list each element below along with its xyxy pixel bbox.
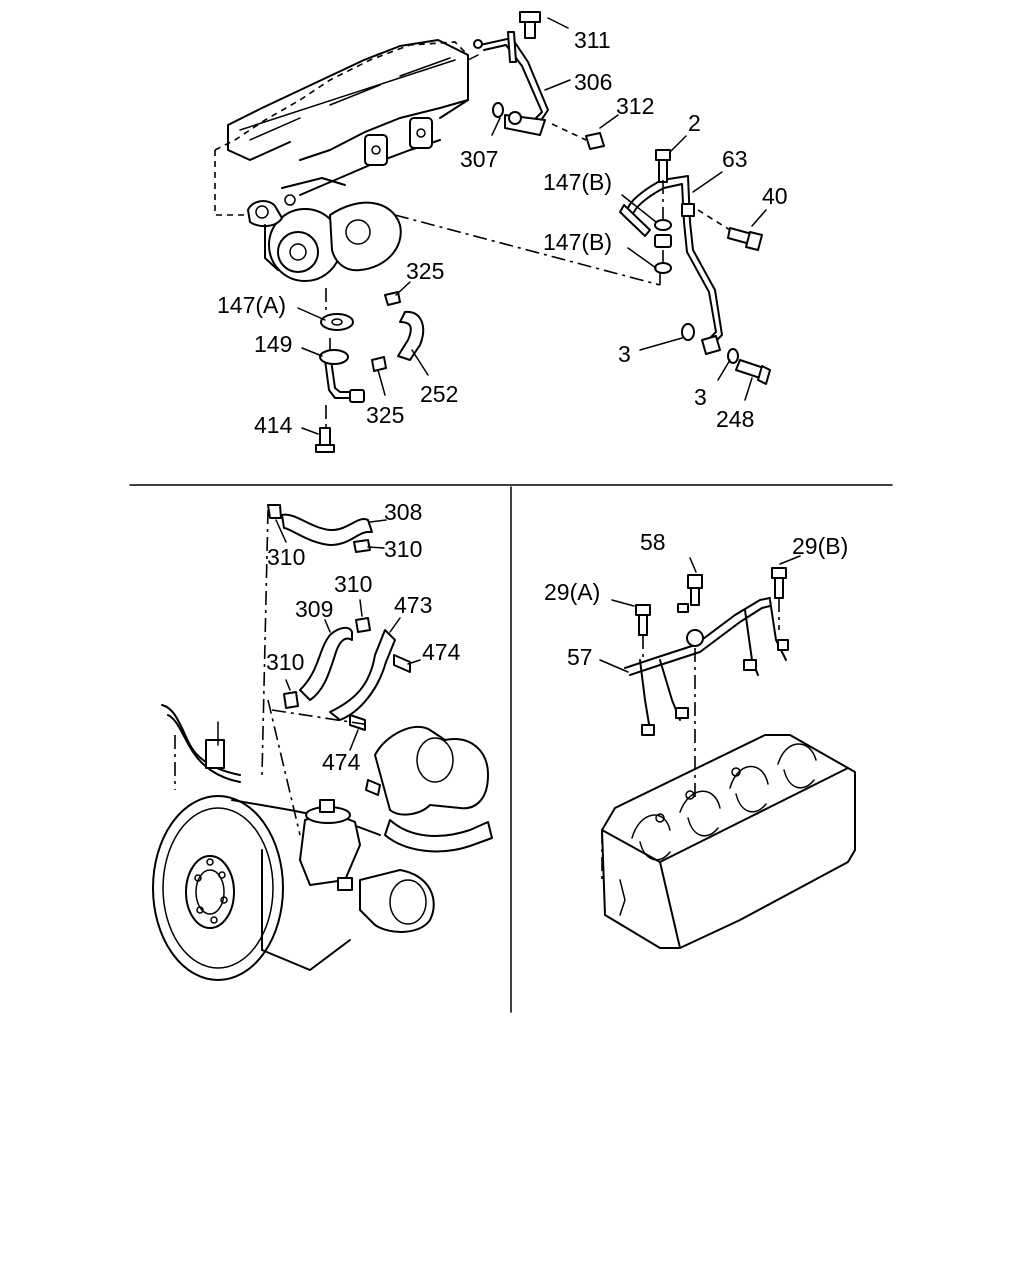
callout-312: 312 bbox=[616, 93, 654, 119]
flywheel-and-water-pump bbox=[152, 725, 493, 981]
callout-3-right: 3 bbox=[694, 384, 707, 410]
callout-40: 40 bbox=[762, 183, 788, 209]
water-hose-assembly bbox=[161, 504, 411, 836]
oil-return-pipe-assembly bbox=[394, 149, 771, 385]
callout-3-left: 3 bbox=[618, 341, 631, 367]
callout-311: 311 bbox=[574, 27, 611, 53]
callout-325-bottom: 325 bbox=[366, 402, 404, 428]
callout-29a: 29(A) bbox=[544, 579, 600, 605]
callout-310-a: 310 bbox=[267, 544, 305, 570]
engine-head-turbo-assembly bbox=[214, 39, 479, 453]
callout-310-b: 310 bbox=[384, 536, 422, 562]
callout-474-b: 474 bbox=[322, 749, 361, 775]
oil-feed-pipe-assembly bbox=[473, 11, 605, 150]
callout-252: 252 bbox=[420, 381, 458, 407]
callout-309: 309 bbox=[295, 596, 333, 622]
callout-labels: 311 306 312 307 2 63 147(B) 40 147(B) 32… bbox=[217, 27, 848, 775]
callout-2: 2 bbox=[688, 110, 701, 136]
callout-147b-lower: 147(B) bbox=[543, 229, 612, 255]
callout-306: 306 bbox=[574, 69, 612, 95]
callout-57: 57 bbox=[567, 644, 593, 670]
callout-147b-upper: 147(B) bbox=[543, 169, 612, 195]
callout-63: 63 bbox=[722, 146, 748, 172]
callout-29b: 29(B) bbox=[792, 533, 848, 559]
leader-lines bbox=[275, 17, 801, 751]
callout-414: 414 bbox=[254, 412, 293, 438]
callout-310-d: 310 bbox=[266, 649, 304, 675]
callout-473: 473 bbox=[394, 592, 432, 618]
panel-dividers bbox=[129, 484, 893, 1013]
callout-325-top: 325 bbox=[406, 258, 444, 284]
cylinder-block bbox=[601, 734, 856, 949]
callout-149: 149 bbox=[254, 331, 292, 357]
callout-147a: 147(A) bbox=[217, 292, 286, 318]
callout-310-c: 310 bbox=[334, 571, 372, 597]
callout-308: 308 bbox=[384, 499, 422, 525]
oil-jet-pipe-assembly bbox=[624, 567, 789, 800]
callout-248: 248 bbox=[716, 406, 754, 432]
callout-307: 307 bbox=[460, 146, 498, 172]
callout-474-a: 474 bbox=[422, 639, 461, 665]
callout-58: 58 bbox=[640, 529, 666, 555]
